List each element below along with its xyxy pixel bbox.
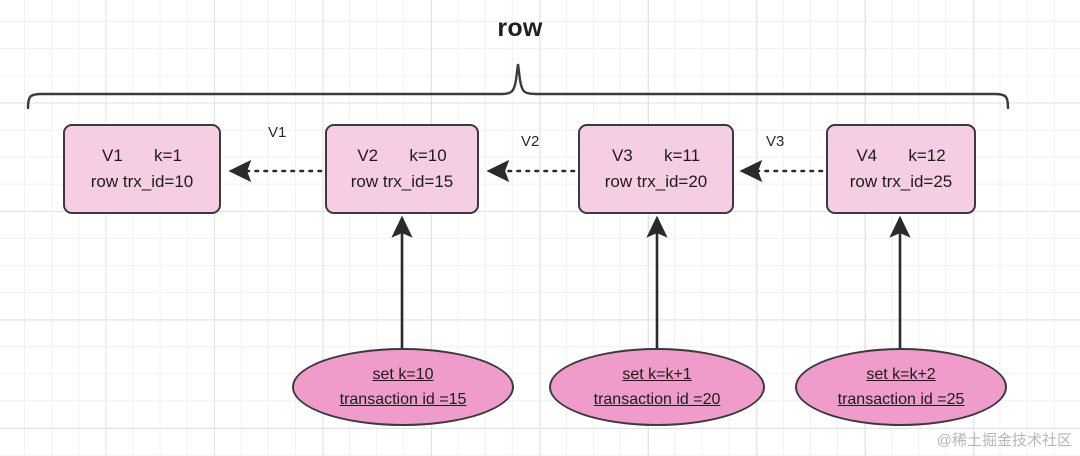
watermark: @稀土掘金技术社区 (936, 432, 1072, 449)
version-box-v3[interactable]: V3 k=11 row trx_id=20 (578, 124, 734, 214)
version-box-v2[interactable]: V2 k=10 row trx_id=15 (325, 124, 479, 214)
version-box-v1-line1: V1 k=1 (102, 143, 182, 169)
transaction-ellipse-1-set: set k=10 (372, 366, 434, 383)
version-box-v1-name: V1 (102, 146, 123, 165)
version-box-v3-trx: row trx_id=20 (604, 172, 708, 191)
version-box-v4-line1: V4 k=12 (856, 143, 945, 169)
version-box-v1[interactable]: V1 k=1 row trx_id=10 (63, 124, 221, 214)
version-box-v4-k: k=12 (908, 146, 946, 165)
undo-link-label-v1: V1 (268, 124, 287, 141)
transaction-ellipse-2-set: set k=k+1 (622, 366, 692, 383)
row-span-brace (26, 63, 1010, 110)
page-title: row (497, 14, 543, 42)
transaction-ellipse-3-set: set k=k+2 (866, 366, 936, 383)
transaction-ellipse-1[interactable]: set k=10 transaction id =15 (292, 348, 514, 426)
version-box-v2-line1: V2 k=10 (357, 143, 446, 169)
version-box-v4-name: V4 (856, 146, 878, 165)
version-box-v3-k: k=11 (663, 146, 701, 165)
version-box-v2-trx: row trx_id=15 (350, 172, 454, 191)
transaction-ellipse-3-txid: transaction id =25 (837, 391, 965, 408)
version-box-v2-name: V2 (357, 146, 379, 165)
transaction-ellipse-2-txid: transaction id =20 (593, 391, 721, 408)
transaction-ellipse-2[interactable]: set k=k+1 transaction id =20 (549, 348, 765, 426)
version-box-v2-k: k=10 (409, 146, 447, 165)
version-box-v4-trx: row trx_id=25 (849, 172, 953, 191)
transaction-ellipse-1-txid: transaction id =15 (339, 391, 467, 408)
transaction-ellipse-3[interactable]: set k=k+2 transaction id =25 (795, 348, 1007, 426)
version-box-v1-k: k=1 (154, 146, 182, 165)
undo-link-label-v2: V2 (521, 133, 540, 150)
undo-link-label-v3: V3 (766, 133, 785, 150)
version-box-v3-name: V3 (611, 146, 633, 165)
version-box-v3-line1: V3 k=11 (612, 143, 700, 169)
version-box-v1-trx: row trx_id=10 (90, 172, 194, 191)
version-box-v4[interactable]: V4 k=12 row trx_id=25 (826, 124, 976, 214)
